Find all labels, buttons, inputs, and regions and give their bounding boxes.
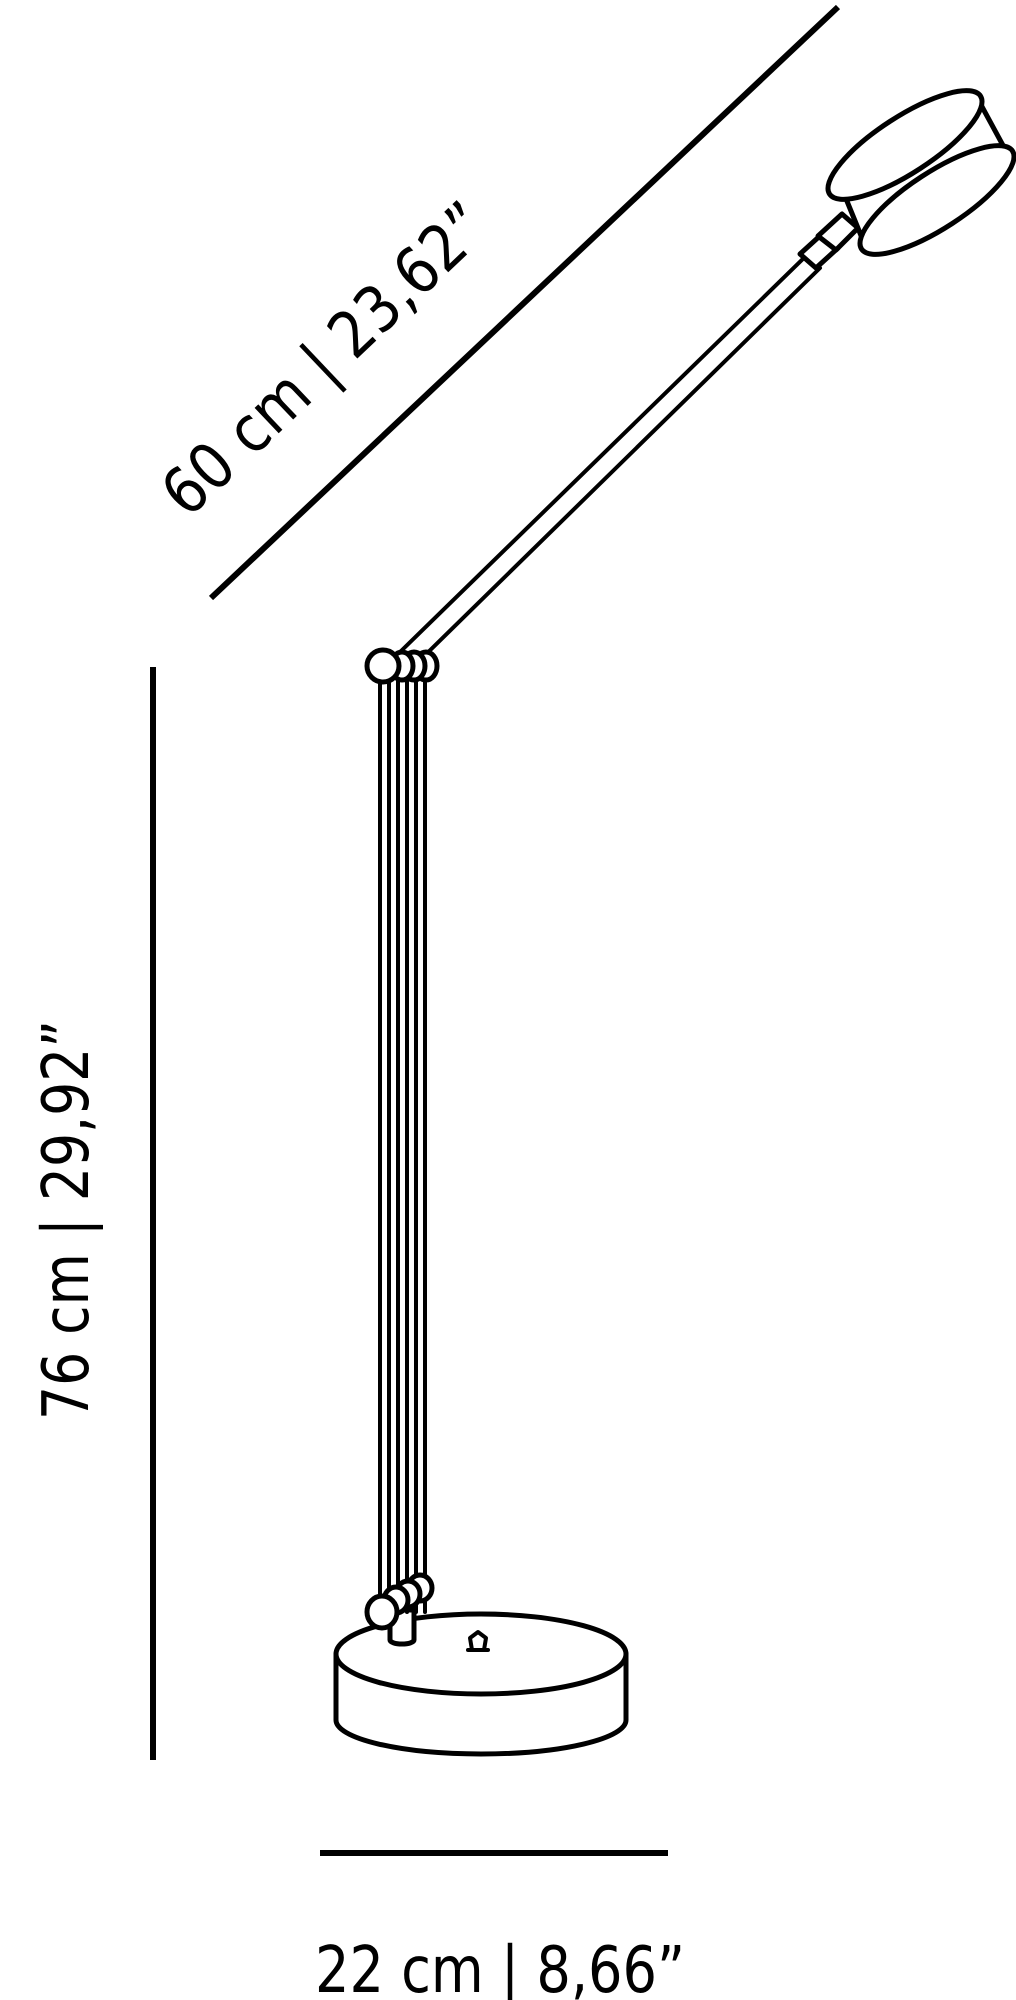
- lamp-diagonal-arm: [396, 211, 861, 668]
- base-diameter-label: 22 cm | 8,66”: [315, 1934, 685, 2000]
- lamp-illustration: [333, 88, 1016, 1757]
- arm-length-label: 60 cm | 23,62”: [148, 188, 504, 531]
- height-label: 76 cm | 29,92”: [30, 1020, 104, 1420]
- lamp-base: [333, 1607, 629, 1757]
- arm-length-dimension-line: [208, 4, 841, 601]
- lamp-upper-joint: [364, 647, 440, 685]
- lamp-vertical-arm: [378, 668, 427, 1614]
- lamp-lower-joint: [364, 1572, 435, 1631]
- lamp-head: [825, 88, 1016, 257]
